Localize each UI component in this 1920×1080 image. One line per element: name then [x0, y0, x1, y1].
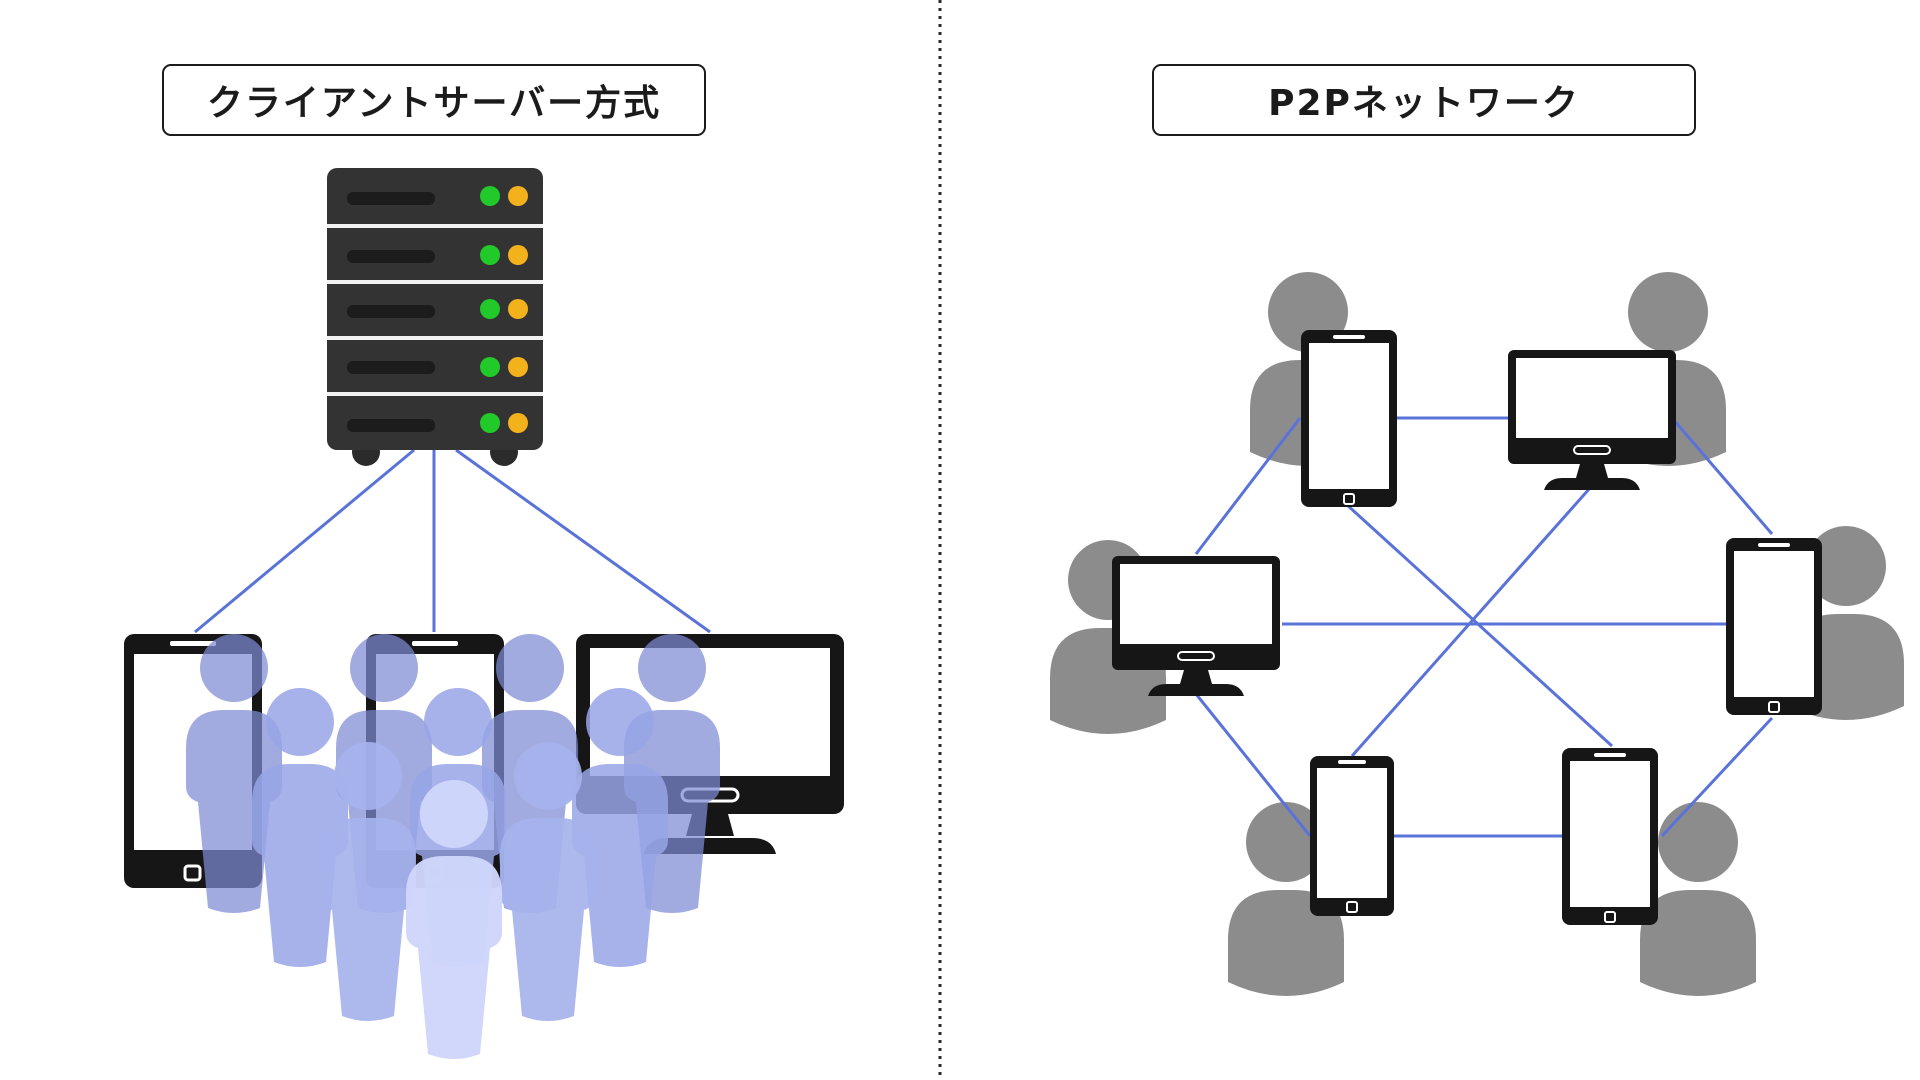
server-status-leds [480, 186, 528, 433]
server-link-phone-left [194, 448, 415, 634]
p2p-link [1660, 716, 1774, 838]
client-server-title-text: クライアントサーバー方式 [206, 83, 662, 124]
peer-phone-top-left [1301, 330, 1397, 507]
p2p-title-text: P2Pネットワーク [1268, 83, 1580, 124]
p2p-link [1194, 693, 1312, 837]
p2p-link [1194, 417, 1302, 555]
user-crowd [186, 634, 720, 1059]
server-body [327, 168, 543, 450]
client-server-title: クライアントサーバー方式 [162, 64, 706, 136]
p2p-link [1670, 417, 1774, 535]
server-connections [194, 448, 711, 634]
peer-monitor-left [1112, 556, 1280, 696]
server-rack [327, 168, 543, 466]
server-link-monitor [455, 448, 711, 634]
peer-phone-bottom-right [1562, 748, 1658, 925]
peer-phone-bottom-left [1310, 756, 1394, 916]
peer-phone-right [1726, 538, 1822, 715]
p2p-link [1344, 502, 1614, 748]
p2p-link [1350, 487, 1592, 757]
p2p-title: P2Pネットワーク [1152, 64, 1696, 136]
peer-monitor-top-right [1508, 350, 1676, 490]
p2p-connections [1194, 416, 1774, 838]
server-slots [347, 192, 435, 432]
server-unit [327, 224, 543, 396]
